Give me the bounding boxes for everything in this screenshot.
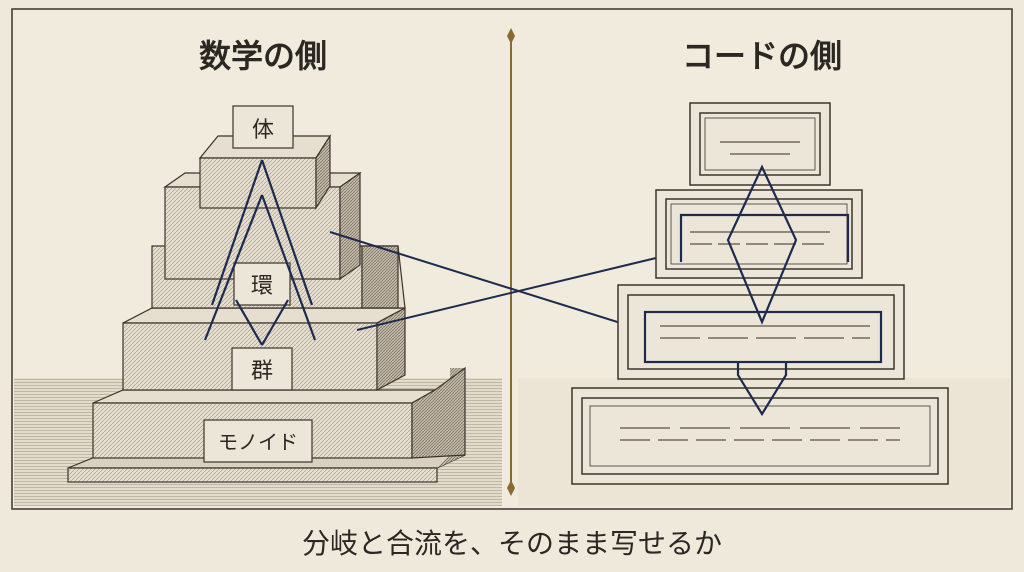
label-card-base: モノイド bbox=[203, 419, 313, 463]
left-title: 数学の側 bbox=[199, 37, 327, 75]
code-placeholder-lines bbox=[620, 141, 900, 441]
label-card-third: 群 bbox=[231, 347, 293, 391]
code-box-2-inner bbox=[665, 198, 853, 270]
tier2-side bbox=[361, 245, 399, 309]
code-box-1-inner bbox=[699, 112, 821, 176]
right-title: コードの側 bbox=[682, 37, 842, 75]
label-group: 群 bbox=[251, 359, 273, 384]
connector-group-to-code bbox=[356, 251, 682, 331]
branch-ring-group-left bbox=[235, 299, 263, 346]
label-monoid: モノイド bbox=[218, 430, 298, 454]
label-ring: 環 bbox=[251, 274, 273, 299]
code-box-3-outer bbox=[617, 284, 905, 380]
tier4-top bbox=[92, 389, 438, 404]
tier3-top bbox=[122, 307, 406, 324]
plinth-front bbox=[67, 467, 438, 483]
code-box-4-inner bbox=[581, 397, 939, 475]
top-block-front bbox=[199, 157, 317, 209]
branch-field-left bbox=[210, 159, 264, 306]
code-box-2-outer bbox=[655, 189, 863, 279]
branch-ring-group-right bbox=[261, 299, 289, 346]
top-block-side bbox=[315, 133, 331, 211]
code-highlight-box3 bbox=[643, 310, 883, 364]
label-card-second: 環 bbox=[233, 262, 291, 306]
code-box-4-outer bbox=[571, 387, 949, 485]
code-stack bbox=[571, 102, 949, 485]
tier3-side bbox=[376, 306, 406, 392]
diagram-caption: 分岐と合流を、そのまま写せるか bbox=[302, 527, 722, 560]
tier1-side bbox=[339, 171, 361, 281]
code-merge-chevron bbox=[736, 362, 788, 417]
connector-ring-to-code bbox=[329, 231, 644, 331]
math-branch-lines bbox=[203, 159, 317, 346]
code-box-4-innermost bbox=[589, 405, 931, 467]
branch-right-inner bbox=[260, 194, 317, 341]
branch-field-right bbox=[260, 159, 314, 306]
code-bracket-box2 bbox=[679, 213, 850, 262]
cross-connectors bbox=[329, 231, 682, 331]
tier4-side bbox=[411, 366, 466, 459]
branch-left-inner bbox=[203, 194, 264, 341]
label-field: 体 bbox=[252, 118, 274, 143]
code-highlights bbox=[643, 164, 883, 417]
code-box-3-inner bbox=[627, 294, 895, 370]
code-branch-diamond bbox=[726, 164, 798, 325]
divider-bottom-ornament bbox=[507, 480, 515, 496]
divider-top-ornament bbox=[507, 28, 515, 44]
label-card-top: 体 bbox=[232, 105, 294, 149]
